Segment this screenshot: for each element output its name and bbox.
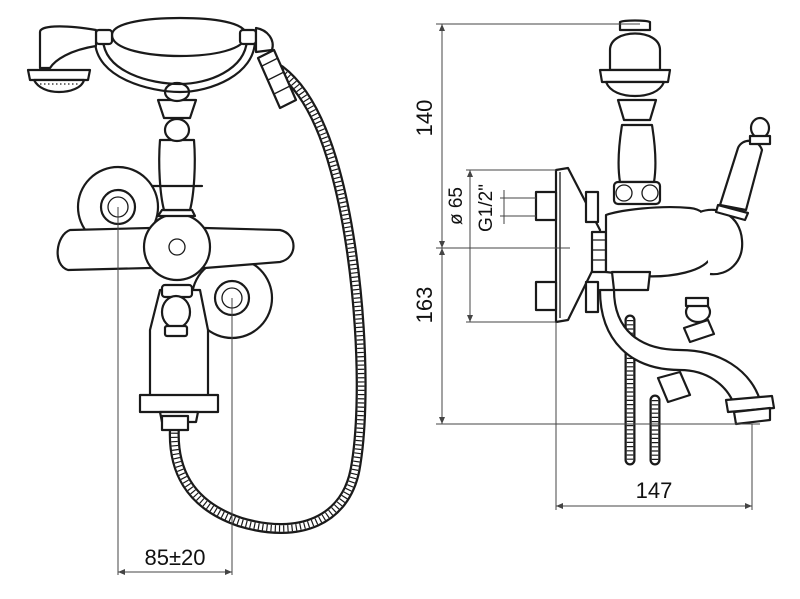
side-spout (598, 288, 776, 426)
side-connectors (584, 190, 600, 314)
side-shower-head (598, 19, 672, 98)
dimension-diameter-label: ø 65 (446, 187, 467, 225)
dimension-thread: G1/2" (476, 184, 536, 232)
side-body (604, 205, 744, 292)
dimension-depth: 147 (555, 322, 753, 510)
hose-connector-bottom (160, 414, 190, 432)
vertical-riser (150, 81, 204, 218)
side-lever (714, 116, 772, 222)
shower-handset (26, 16, 274, 94)
dimension-depth-label: 147 (636, 478, 673, 503)
dimension-height-top-label: 140 (412, 100, 437, 137)
dimension-height: 140 163 (412, 23, 760, 425)
front-view (26, 16, 367, 534)
dimension-height-bottom-label: 163 (412, 287, 437, 324)
dimension-diameter: ø 65 (446, 169, 556, 323)
side-wall-flange (534, 166, 608, 324)
diverter-knob-front (160, 283, 194, 338)
side-hose-nut (656, 370, 692, 404)
side-diverter (682, 296, 716, 344)
handset-cradle (93, 38, 257, 94)
side-view (534, 19, 776, 466)
side-riser (612, 98, 662, 206)
hose-connector-top (256, 48, 298, 110)
central-hub (142, 212, 212, 282)
dimension-thread-label: G1/2" (476, 184, 497, 232)
dimension-spacing: 85±20 (117, 207, 233, 575)
dimension-spacing-label: 85±20 (144, 545, 205, 570)
shower-hose (168, 64, 367, 534)
